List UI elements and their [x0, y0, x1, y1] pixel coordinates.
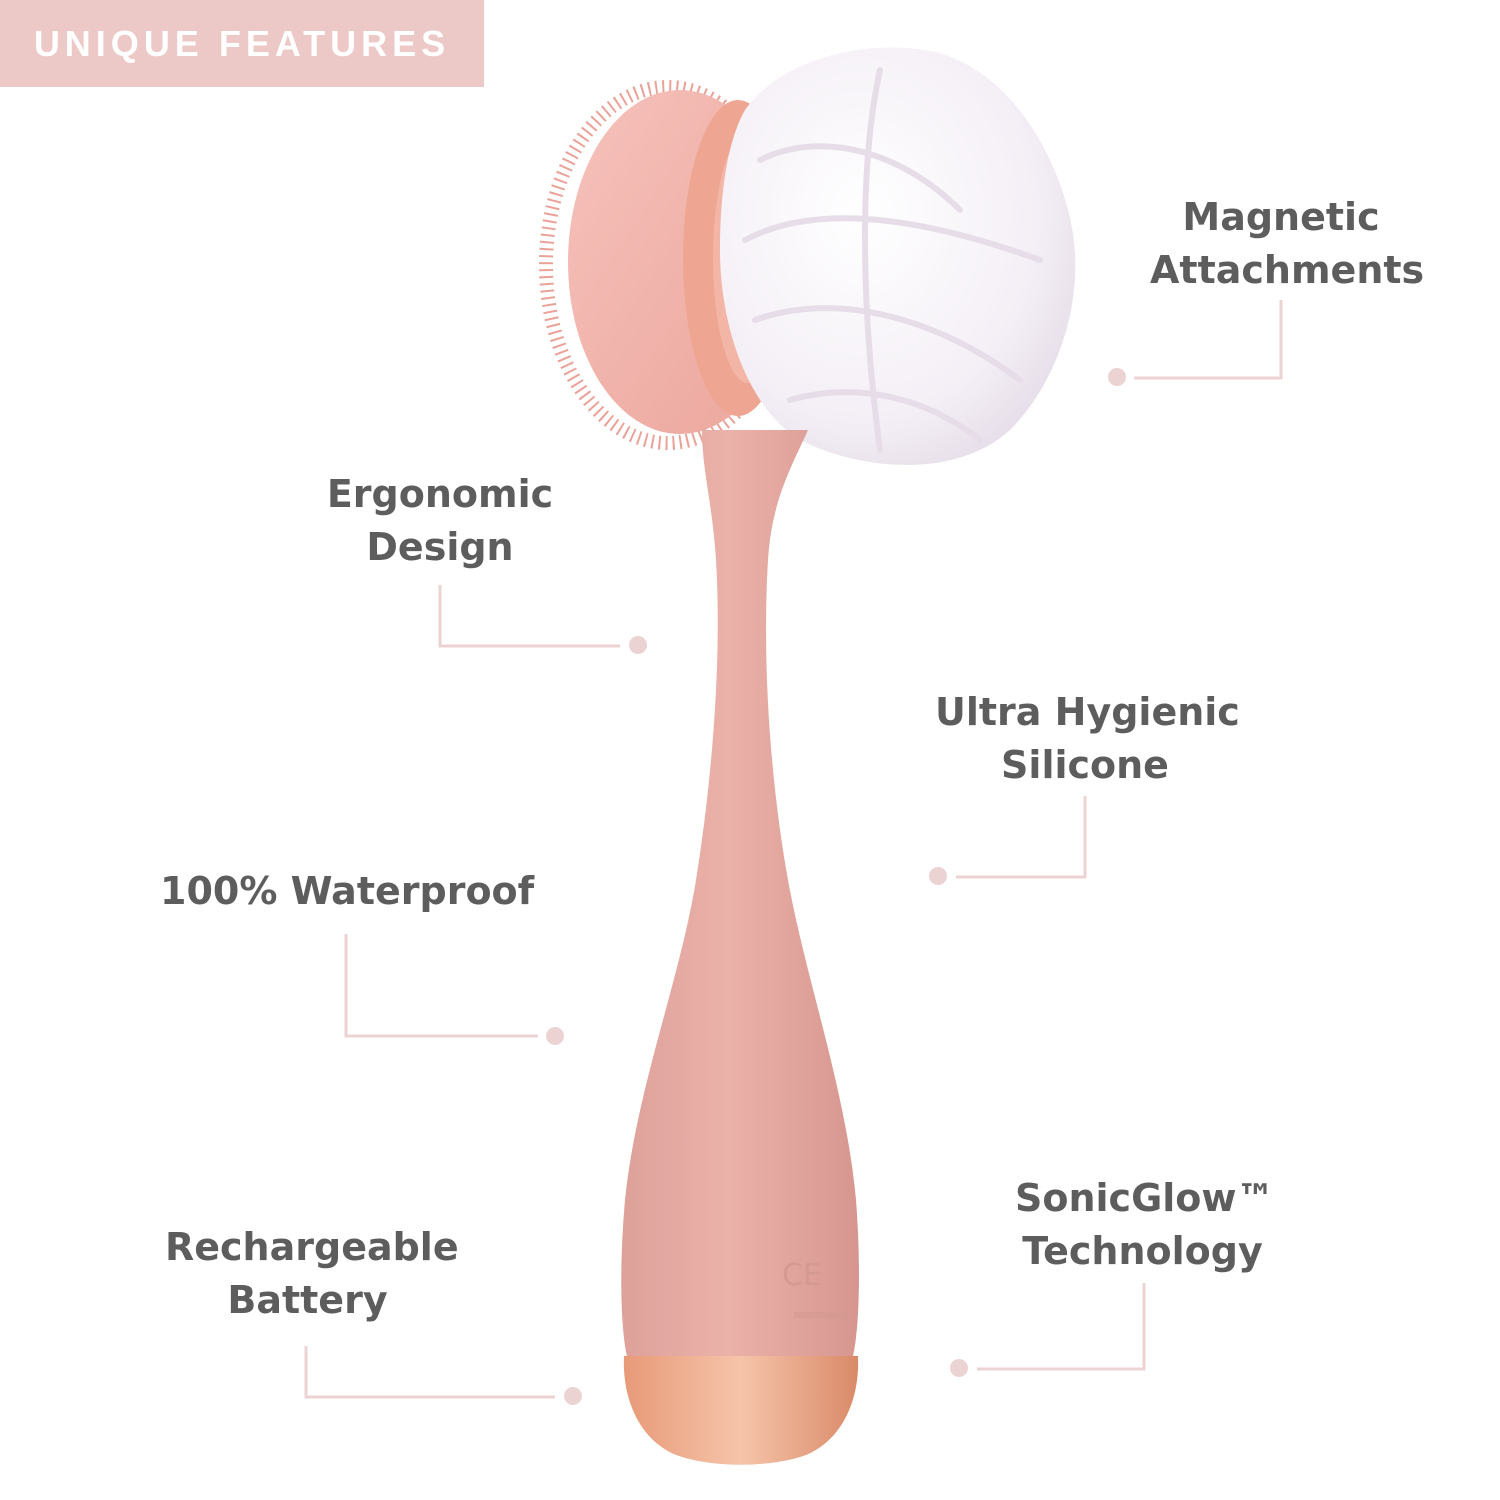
connector-waterproof — [344, 934, 538, 1038]
device-handle — [621, 430, 859, 1360]
label-ergonomic-design: Ergonomic Design — [320, 468, 560, 574]
dot-silicone — [929, 867, 947, 885]
label-line: 100% Waterproof — [160, 869, 535, 913]
dot-magnetic — [1108, 368, 1126, 386]
label-line: Technology — [1022, 1229, 1263, 1273]
connector-silicone — [956, 796, 1087, 879]
dot-ergonomic — [629, 636, 647, 654]
label-line: Ergonomic — [326, 472, 554, 516]
label-ultra-hygienic-silicone: Ultra Hygienic Silicone — [935, 686, 1240, 792]
unique-features-banner: UNIQUE FEATURES — [0, 0, 484, 87]
label-line: Silicone — [1001, 743, 1169, 787]
label-waterproof: 100% Waterproof — [160, 865, 535, 918]
rose-gold-base — [623, 1356, 859, 1465]
connector-battery — [304, 1346, 555, 1399]
connector-lines — [304, 300, 1283, 1399]
connector-ergonomic — [438, 585, 620, 648]
dot-waterproof — [546, 1027, 564, 1045]
svg-text:CE: CE — [782, 1258, 822, 1293]
label-line: Attachments — [1150, 248, 1425, 292]
label-magnetic-attachments: Magnetic Attachments — [1150, 191, 1425, 297]
label-line: Battery — [227, 1278, 388, 1322]
dot-battery — [564, 1387, 582, 1405]
dot-sonicglow — [950, 1359, 968, 1377]
banner-text: UNIQUE FEATURES — [33, 22, 451, 64]
connector-dots — [546, 368, 1126, 1405]
label-sonicglow-technology: SonicGlow™ Technology — [1015, 1172, 1275, 1278]
label-line: Magnetic — [1182, 195, 1380, 239]
ce-mark-icon: CE — [782, 1258, 848, 1318]
connector-sonicglow — [977, 1283, 1146, 1371]
label-rechargeable-battery: Rechargeable Battery — [165, 1221, 459, 1327]
connector-magnetic — [1134, 300, 1283, 380]
label-line: Design — [366, 525, 514, 569]
label-line: Ultra Hygienic — [935, 690, 1240, 734]
label-line: Rechargeable — [165, 1225, 459, 1269]
label-line: SonicGlow™ — [1015, 1176, 1275, 1220]
loofah-attachment — [720, 47, 1076, 465]
